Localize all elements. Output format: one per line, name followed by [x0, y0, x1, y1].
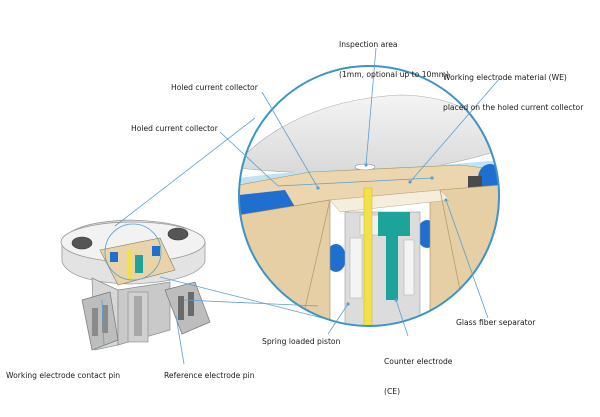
cell-illustration	[60, 47, 501, 365]
label-we-material-line2: placed on the holed current collector	[443, 103, 584, 112]
label-holed-collector-top: Holed current collector	[171, 83, 258, 92]
label-counter-electrode: Counter electrode (CE)	[384, 337, 452, 417]
zoom-line-bottom	[159, 276, 351, 326]
label-we-material-line1: Working electrode material (WE)	[443, 73, 567, 82]
leader-lines	[101, 47, 501, 365]
zoom-detail	[239, 66, 499, 326]
label-spring-loaded-piston: Spring loaded piston	[262, 337, 341, 346]
label-inspection-area-line2: (1mm, optional up to 10mm)	[339, 70, 450, 79]
label-we-contact-pin: Working electrode contact pin	[6, 371, 121, 380]
label-we-material: Working electrode material (WE) placed o…	[443, 53, 583, 133]
label-counter-electrode-line1: Counter electrode	[384, 357, 453, 366]
label-reference-pin: Reference electrode pin	[164, 371, 255, 380]
label-holed-collector-mid: Holed current collector	[131, 124, 218, 133]
zoom-circle-outline	[238, 65, 500, 327]
label-glass-fiber-separator: Glass fiber separator	[456, 318, 536, 327]
label-counter-electrode-line2: (CE)	[384, 387, 401, 396]
cell-overview	[60, 219, 211, 351]
label-inspection-area-line1: Inspection area	[339, 40, 398, 49]
label-inspection-area: Inspection area (1mm, optional up to 10m…	[339, 20, 449, 100]
zoom-line-top	[114, 117, 256, 227]
diagram-canvas: Inspection area (1mm, optional up to 10m…	[6, 20, 583, 396]
